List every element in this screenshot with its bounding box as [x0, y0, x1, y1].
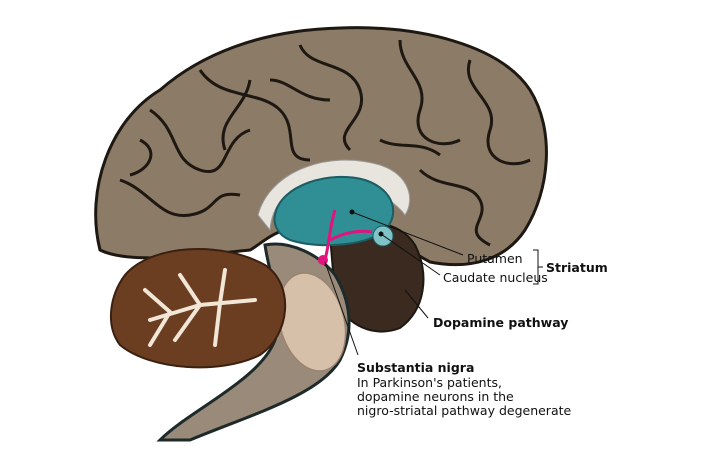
arbor-vitae [143, 268, 257, 347]
gyri-sulci [119, 39, 531, 247]
caudate-nucleus-label: Caudate nucleus [443, 270, 548, 285]
striatum-label: Striatum [546, 260, 608, 275]
substantia-nigra-note-line-2: dopamine neurons in the [357, 389, 514, 404]
cerebral-cortex [94, 26, 548, 267]
substantia-nigra-label: Substantia nigra [357, 360, 475, 375]
substantia-nigra-dot [318, 255, 328, 265]
leader-lines [324, 211, 543, 356]
dopamine-pathway-arrows [323, 209, 373, 261]
dopamine-pathway-label: Dopamine pathway [433, 315, 569, 330]
substantia-nigra-note-line-3: nigro-striatal pathway degenerate [357, 403, 572, 418]
caudate-nucleus-shape [372, 225, 394, 247]
putamen-label: Putamen [467, 251, 523, 266]
substantia-nigra-note-line-1: In Parkinson's patients, [357, 375, 502, 390]
